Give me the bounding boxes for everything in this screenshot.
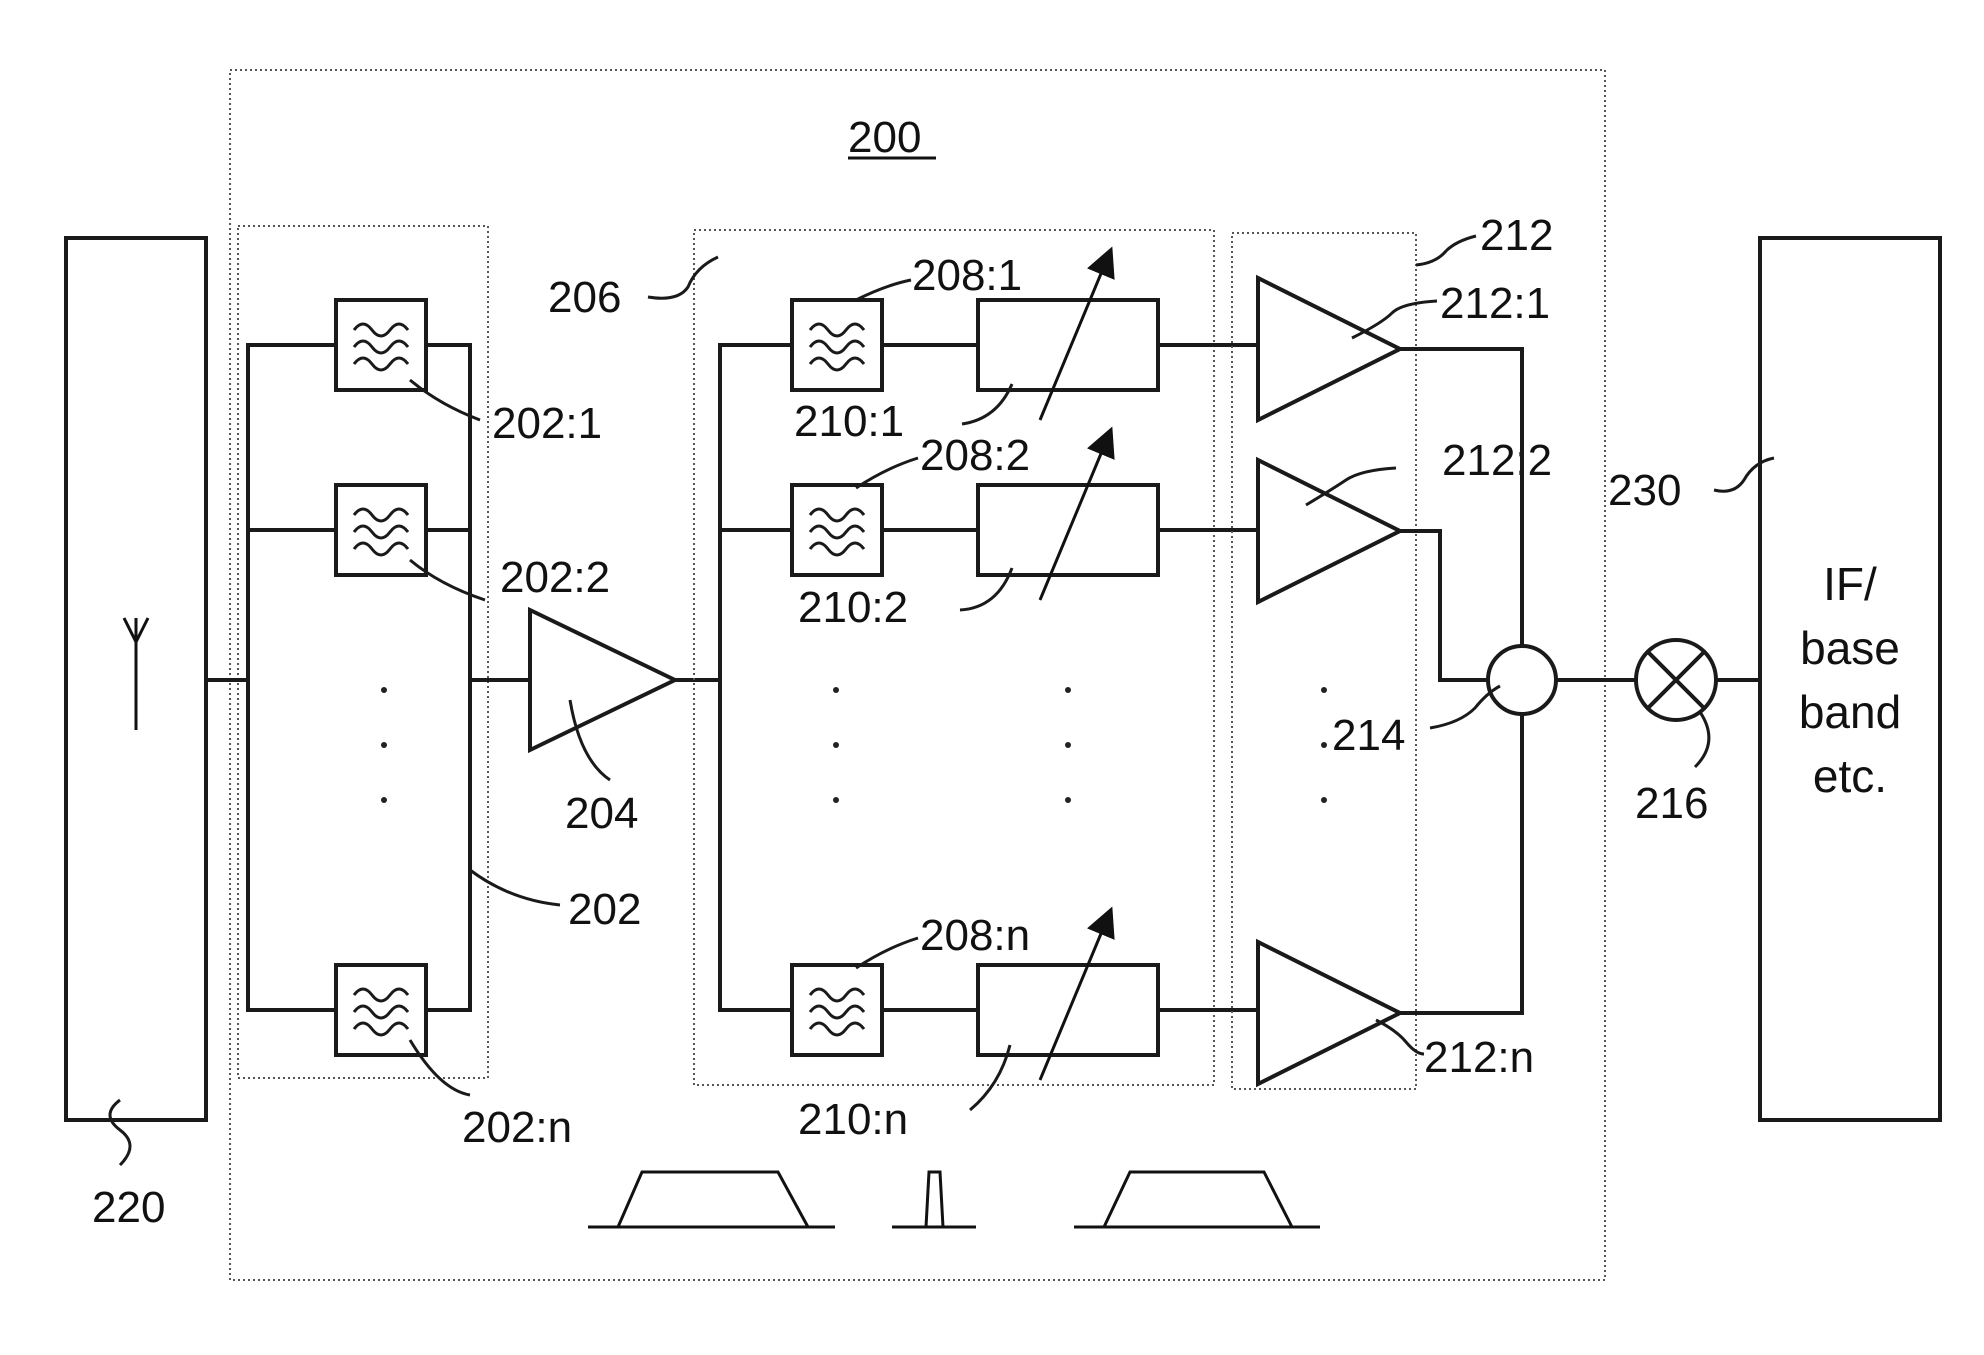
delay-210-1 [978, 300, 1158, 390]
ref-230: 230 [1608, 466, 1681, 515]
leader-216 [1695, 712, 1709, 767]
ref-206: 206 [548, 273, 621, 322]
leader-212-1 [1352, 301, 1437, 338]
amplifier-204 [530, 610, 675, 750]
ref-210-1: 210:1 [794, 397, 904, 446]
leader-214 [1430, 686, 1500, 728]
ref-212-2: 212:2 [1442, 436, 1552, 485]
filter-208-n [792, 965, 882, 1055]
leader-212 [1416, 236, 1476, 265]
leader-208-n [856, 938, 918, 968]
amplifier-212-1 [1258, 278, 1400, 420]
filter-202-1 [336, 300, 426, 390]
filter-208-1 [792, 300, 882, 390]
leader-206 [648, 257, 718, 298]
ref-212-1: 212:1 [1440, 279, 1550, 328]
leader-202 [470, 870, 560, 905]
ref-200: 200 [848, 113, 921, 162]
filter-208-2 [792, 485, 882, 575]
ref-208-2: 208:2 [920, 431, 1030, 480]
leader-208-1 [856, 280, 911, 300]
baseband-line-4: etc. [1813, 750, 1887, 802]
amplifier-212-n [1258, 942, 1400, 1084]
spectrum-wideband-right [1074, 1172, 1320, 1227]
leader-208-2 [856, 458, 918, 488]
ref-214: 214 [1332, 711, 1405, 760]
ref-208-n: 208:n [920, 911, 1030, 960]
baseband-line-1: IF/ [1823, 558, 1877, 610]
baseband-line-2: base [1800, 622, 1900, 674]
ref-202: 202 [568, 885, 641, 934]
spectrum-narrowband-center [892, 1172, 976, 1227]
baseband-line-3: band [1799, 686, 1901, 738]
ref-202-n: 202:n [462, 1103, 572, 1152]
ref-208-1: 208:1 [912, 251, 1022, 300]
ref-220: 220 [92, 1183, 165, 1232]
ref-210-n: 210:n [798, 1095, 908, 1144]
ref-216: 216 [1635, 779, 1708, 828]
ref-210-2: 210:2 [798, 583, 908, 632]
ref-202-2: 202:2 [500, 553, 610, 602]
amplifier-212-2 [1258, 460, 1400, 602]
ref-212: 212 [1480, 211, 1553, 260]
spectrum-wideband-left [588, 1172, 835, 1227]
baseband-block [1760, 238, 1940, 1120]
ref-204: 204 [565, 789, 638, 838]
ref-212-n: 212:n [1424, 1033, 1534, 1082]
combiner-circle-icon [1488, 646, 1556, 714]
ref-202-1: 202:1 [492, 399, 602, 448]
